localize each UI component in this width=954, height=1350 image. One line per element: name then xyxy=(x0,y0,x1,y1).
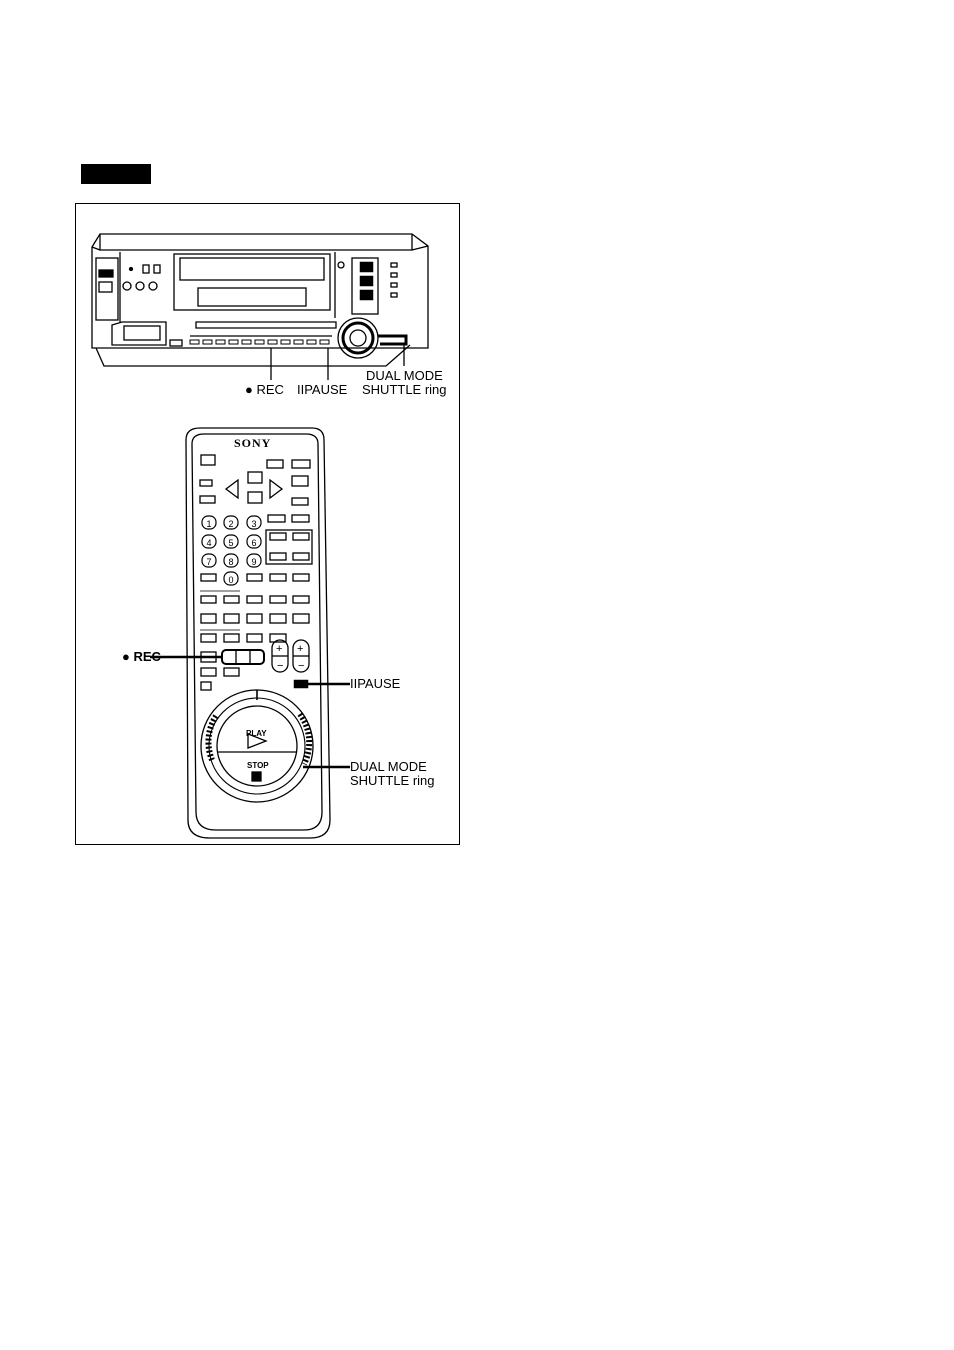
vcr-pause-label: IIPAUSE xyxy=(297,383,347,397)
remote-shuttle-label-line2: SHUTTLE ring xyxy=(350,774,435,788)
remote-key-2: 2 xyxy=(224,517,238,531)
remote-control: + − + − xyxy=(150,428,350,838)
vcr-shuttle-label-line2: SHUTTLE ring xyxy=(362,383,447,397)
vcr-rec-label: ● REC xyxy=(245,383,284,397)
remote-key-7: 7 xyxy=(202,555,216,569)
remote-shuttle-label-line1: DUAL MODE xyxy=(350,760,427,774)
svg-text:+: + xyxy=(276,643,282,655)
remote-key-6: 6 xyxy=(247,536,261,550)
remote-play-label: PLAY xyxy=(246,727,267,741)
remote-brand: SONY xyxy=(234,436,271,450)
remote-key-1: 1 xyxy=(202,517,216,531)
remote-key-9: 9 xyxy=(247,555,261,569)
svg-text:+: + xyxy=(297,643,303,655)
remote-key-4: 4 xyxy=(202,536,216,550)
remote-pause-label: IIPAUSE xyxy=(350,677,400,691)
remote-rec-label: ● REC xyxy=(122,650,161,664)
remote-stop-label: STOP xyxy=(247,759,269,773)
remote-key-3: 3 xyxy=(247,517,261,531)
remote-key-5: 5 xyxy=(224,536,238,550)
vcr-shuttle-label-line1: DUAL MODE xyxy=(366,369,443,383)
vcr-deck xyxy=(92,234,428,380)
svg-text:−: − xyxy=(298,660,304,672)
svg-text:−: − xyxy=(277,660,283,672)
remote-key-0: 0 xyxy=(224,573,238,587)
remote-key-8: 8 xyxy=(224,555,238,569)
